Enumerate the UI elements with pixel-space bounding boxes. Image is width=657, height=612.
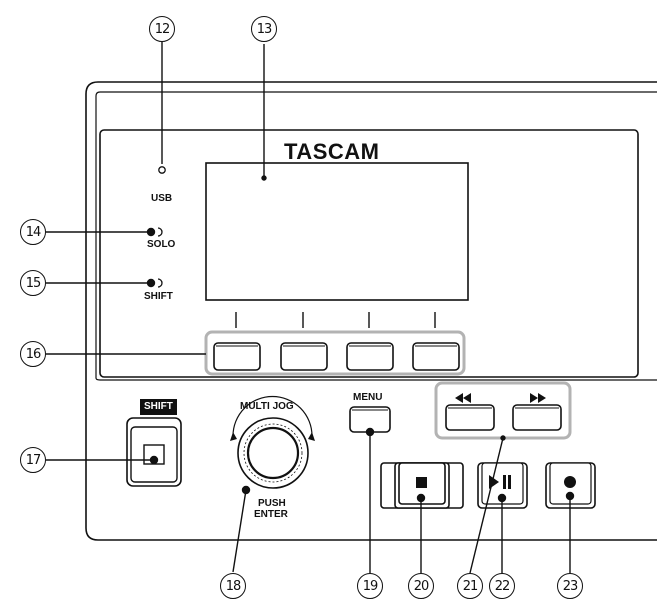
brand-logo: TASCAM [284,139,380,164]
display-housing [99,129,639,378]
enter-label: ENTER [254,509,288,520]
multi-jog-label: MULTI JOG [240,401,294,412]
multi-jog-knob [246,426,300,480]
usb-label: USB [151,193,173,204]
fast-forward-button [512,404,562,431]
solo-led [157,227,163,237]
callout-15: 15 [20,270,46,296]
function-key-2 [280,342,328,371]
shift-led [157,278,163,288]
function-key-ticks [235,312,436,328]
callout-21: 21 [457,573,483,599]
panel-outline [85,81,657,541]
record-icon [564,476,576,488]
leader-lines [46,42,575,574]
function-key-4 [412,342,460,371]
rewind-icon [455,393,471,403]
push-label: PUSH [258,498,286,509]
callout-18: 18 [220,573,246,599]
callout-17: 17 [20,447,46,473]
function-keys [213,342,460,371]
multi-jog-outer [237,417,309,489]
callout-14: 14 [20,219,46,245]
callout-19: 19 [357,573,383,599]
callout-16: 16 [20,341,46,367]
lcd-screen [205,162,469,301]
function-key-3 [346,342,394,371]
callout-22: 22 [489,573,515,599]
callout-23: 23 [557,573,583,599]
menu-label: MENU [353,392,383,403]
shift-key-label: SHIFT [140,399,177,415]
shift-led-label: SHIFT [144,291,173,302]
panel-inner-outline [95,91,657,381]
callout-20: 20 [408,573,434,599]
function-key-1 [213,342,261,371]
callout-13: 13 [251,16,277,42]
jog-arc-arrows [232,395,313,437]
callout-12: 12 [149,16,175,42]
usb-led [158,166,166,174]
solo-label: SOLO [147,239,176,250]
function-keys-frame [204,330,466,376]
rewind-button [445,404,495,431]
fast-forward-icon [530,393,546,403]
stop-icon [416,477,427,488]
